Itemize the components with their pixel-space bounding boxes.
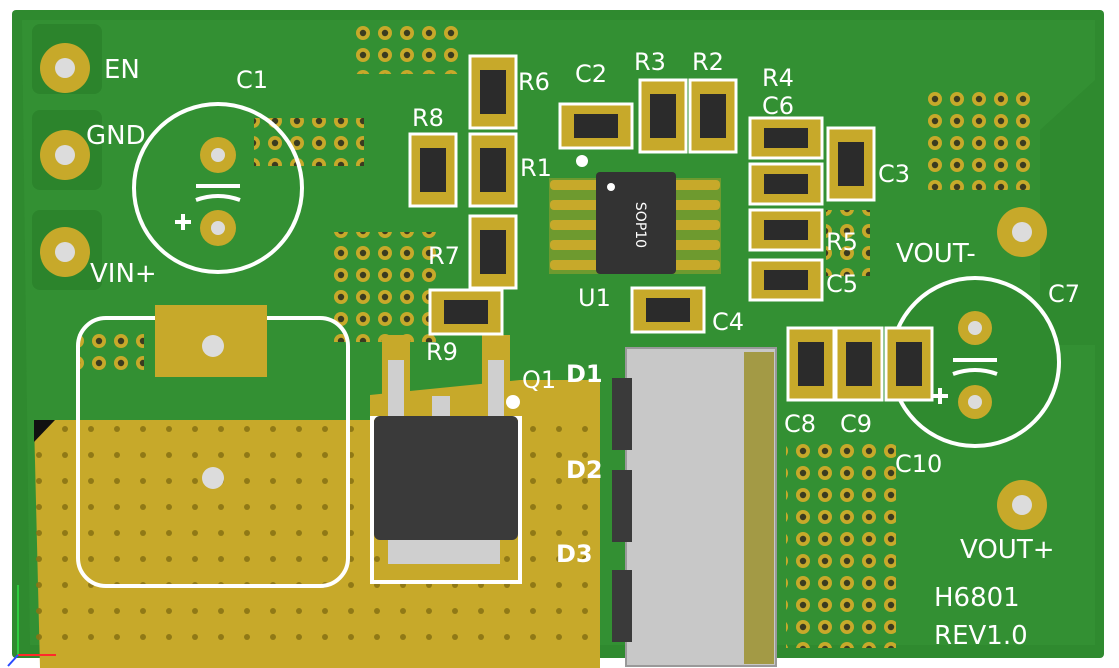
designator-r7: R7 [428, 242, 460, 270]
label-en: EN [104, 55, 140, 85]
designator-q1: Q1 [522, 366, 556, 394]
smd-component [428, 288, 504, 336]
via-array [826, 210, 870, 276]
designator-r4: R4 [762, 64, 794, 92]
smd-component [826, 126, 876, 202]
passive-components [408, 54, 934, 402]
smd-component [884, 326, 934, 402]
output-inductor [612, 347, 777, 667]
designator-r8: R8 [412, 104, 444, 132]
smd-component [468, 54, 518, 130]
gnd-terminal [40, 130, 90, 180]
designator-r1: R1 [520, 154, 552, 182]
c7-capacitor [889, 276, 1061, 448]
smd-component [688, 78, 738, 154]
en-terminal [40, 43, 90, 93]
ic-marking: SOP10 [632, 202, 648, 248]
revision: REV1.0 [934, 621, 1028, 651]
designator-d2: D2 [566, 456, 603, 484]
smd-component [408, 132, 458, 208]
designator-c1: C1 [236, 66, 268, 94]
smd-component [748, 258, 824, 302]
via-array [786, 438, 896, 648]
smd-component [468, 214, 518, 290]
smd-component [748, 162, 824, 206]
via-array [78, 326, 144, 374]
smd-component [834, 326, 884, 402]
part-number: H6801 [934, 583, 1020, 613]
label-vout-minus: VOUT- [896, 239, 976, 269]
via-array [328, 232, 438, 342]
label-vout-plus: VOUT+ [960, 535, 1055, 565]
via-array [928, 90, 1038, 190]
vin-terminal [40, 227, 90, 277]
designator-r2: R2 [692, 48, 724, 76]
designator-c6: C6 [762, 92, 794, 120]
via-array [356, 26, 466, 74]
designator-d1: D1 [566, 360, 603, 388]
designator-c9: C9 [840, 410, 872, 438]
via-array [254, 118, 364, 166]
designator-c3: C3 [878, 160, 910, 188]
designator-c5: C5 [826, 270, 858, 298]
u1-ic: SOP10 [549, 155, 721, 274]
designator-r9: R9 [426, 338, 458, 366]
smd-component [786, 326, 836, 402]
designator-c7: C7 [1048, 280, 1080, 308]
smd-component [468, 132, 518, 208]
smd-component [630, 286, 706, 334]
designator-r6: R6 [518, 68, 550, 96]
vout-minus-terminal [997, 207, 1047, 257]
label-vin-plus: VIN+ [90, 259, 157, 289]
designator-c10: C10 [895, 450, 942, 478]
q1-mosfet [370, 335, 522, 584]
designator-c2: C2 [575, 60, 607, 88]
axis-gizmo [7, 585, 56, 667]
smd-component [638, 78, 688, 154]
designator-r5: R5 [826, 228, 858, 256]
label-gnd: GND [86, 121, 146, 151]
smd-component [748, 208, 824, 252]
designator-c4: C4 [712, 308, 744, 336]
c1-capacitor [132, 102, 304, 274]
smd-component [748, 116, 824, 160]
designator-r3: R3 [634, 48, 666, 76]
vout-plus-terminal [997, 480, 1047, 530]
designator-u1: U1 [578, 284, 611, 312]
smd-component [558, 102, 634, 150]
designator-c8: C8 [784, 410, 816, 438]
designator-d3: D3 [556, 540, 593, 568]
